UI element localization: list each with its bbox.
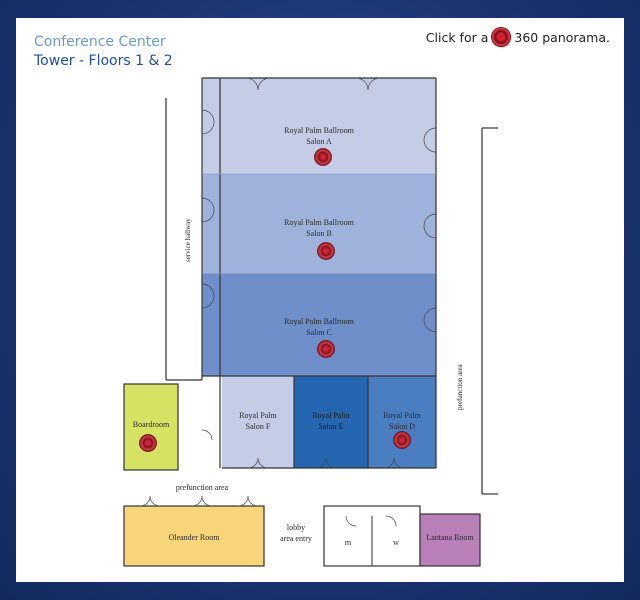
panorama-icon (492, 28, 511, 46)
label-restroom-m: m (345, 538, 352, 547)
floor-plan: Royal Palm Ballroom Salon A Royal Palm B… (123, 77, 498, 567)
lower-door-swings (139, 495, 397, 527)
room-labels: Royal Palm Ballroom Salon A Royal Palm B… (133, 126, 475, 547)
label-salon-e-1: Royal Palm (312, 411, 350, 420)
label-boardroom: Boardroom (133, 420, 170, 429)
panorama-marker-salon-d[interactable] (393, 431, 411, 449)
room-salon-d[interactable] (368, 376, 436, 468)
label-salon-a-1: Royal Palm Ballroom (284, 126, 355, 135)
label-restroom-w: w (393, 538, 399, 547)
door-swings (201, 77, 437, 469)
label-lobby-2: area entry (280, 534, 312, 543)
panorama-marker-salon-a[interactable] (314, 148, 332, 166)
room-salon-c[interactable] (202, 274, 436, 376)
panorama-marker-salon-b[interactable] (317, 242, 335, 260)
map-panel: Conference Center Tower - Floors 1 & 2 C… (16, 18, 624, 582)
label-salon-e-2: Salon E (318, 422, 343, 431)
label-salon-b-2: Salon B (306, 229, 332, 238)
label-prefunction-right: prefunction area (456, 363, 464, 410)
room-salon-f[interactable] (222, 376, 294, 468)
panorama-marker-salon-c[interactable] (317, 340, 335, 358)
page-title: Conference Center (34, 34, 166, 50)
label-prefunction-bottom: prefunction area (176, 483, 229, 492)
room-oleander[interactable] (123, 505, 265, 567)
label-salon-d-2: Salon D (389, 422, 415, 431)
panorama-markers (139, 148, 411, 452)
label-lobby-1: lobby (287, 523, 305, 532)
panorama-hint: Click for a 360 panorama. (426, 28, 610, 46)
label-salon-a-2: Salon A (306, 137, 332, 146)
panorama-marker-boardroom[interactable] (139, 434, 157, 452)
label-salon-c-2: Salon C (306, 328, 332, 337)
label-service-hallway: service hallway (184, 218, 192, 262)
label-salon-f-1: Royal Palm (239, 411, 277, 420)
hint-suffix: 360 panorama. (514, 29, 610, 45)
ballroom-walls (165, 77, 498, 495)
page-subtitle: Tower - Floors 1 & 2 (34, 53, 173, 69)
label-lantana: Lantana Room (426, 533, 474, 542)
room-lantana[interactable] (419, 513, 481, 567)
room-salon-e[interactable] (294, 376, 368, 468)
label-salon-c-1: Royal Palm Ballroom (284, 317, 355, 326)
label-salon-b-1: Royal Palm Ballroom (284, 218, 355, 227)
label-salon-f-2: Salon F (246, 422, 271, 431)
room-salon-b[interactable] (202, 174, 436, 274)
label-salon-d-1: Royal Palm (383, 411, 421, 420)
hint-prefix: Click for a (425, 29, 489, 45)
label-oleander: Oleander Room (169, 533, 221, 542)
room-boardroom[interactable] (123, 383, 179, 471)
